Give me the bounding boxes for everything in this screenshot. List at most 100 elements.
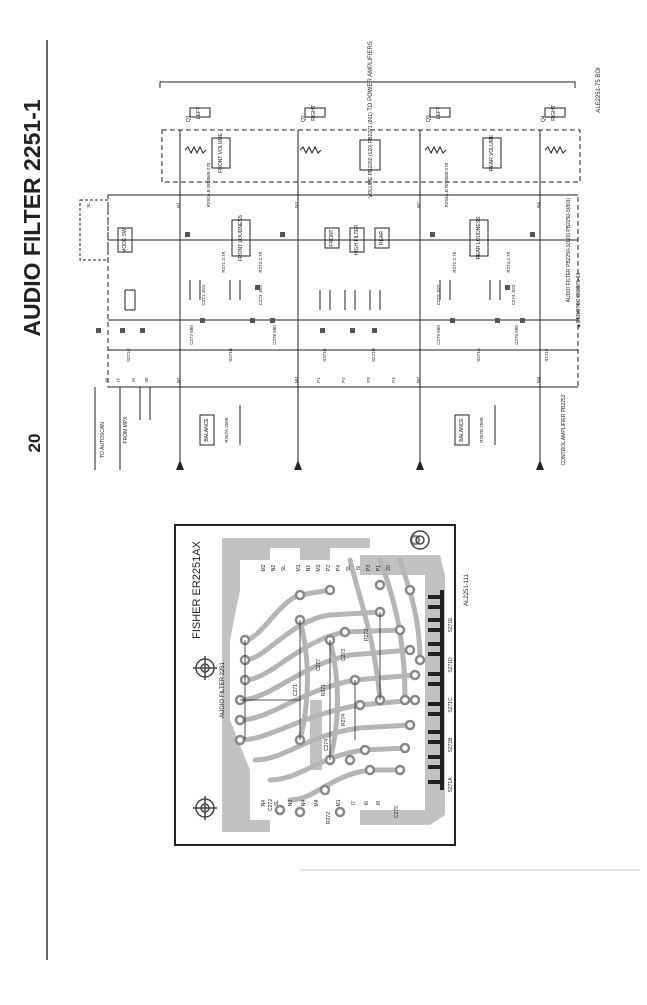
balance-label-1: BALANCE xyxy=(204,418,210,442)
volume-board-outline xyxy=(161,129,581,183)
front-loudness-label: FRONT LOUDNESS xyxy=(238,214,244,261)
svg-text:S271B: S271B xyxy=(448,737,454,753)
svg-text:C277: C277 xyxy=(316,659,322,671)
r274-label: R274 2.7K xyxy=(506,251,511,272)
page-number: 20 xyxy=(25,434,44,453)
r271-label: R271 2.7K xyxy=(221,251,226,272)
svg-text:N1: N1 xyxy=(176,202,181,208)
svg-text:M4: M4 xyxy=(536,376,541,383)
output-number-4: Q4 xyxy=(541,115,547,122)
svg-text:S271C: S271C xyxy=(448,697,454,713)
output-number-2: Q2 xyxy=(301,115,307,122)
pcb-title: FISHER ER2251AX xyxy=(191,540,203,638)
balance-part-2: R267B 250K xyxy=(479,417,484,443)
from-mpx-label: FROM MPX xyxy=(123,416,129,444)
mounting-holes xyxy=(193,530,430,820)
pcb-pads xyxy=(234,534,426,818)
svg-text:P2: P2 xyxy=(341,377,346,383)
c277-label: C277 680 xyxy=(189,325,194,345)
pcb-switch-bars xyxy=(428,590,444,790)
output-number-3: Q3 xyxy=(426,115,432,122)
r292-label: R292A,B RP3060-270 xyxy=(206,162,211,207)
svg-text:I7: I7 xyxy=(351,801,357,805)
svg-text:SL: SL xyxy=(346,565,352,571)
svg-text:I9: I9 xyxy=(131,378,136,382)
s271d-label: S271D xyxy=(371,347,376,362)
svg-text:C271: C271 xyxy=(293,684,299,696)
svg-text:P4: P4 xyxy=(336,565,342,571)
high-filter-label: HIGH FILTER xyxy=(354,224,360,255)
page-title: AUDIO FILTER 2251-1 xyxy=(19,99,45,336)
svg-text:P3: P3 xyxy=(366,377,371,383)
front-volume-label: FRONT VOLUME xyxy=(218,133,224,173)
output-label-4: RIGHT xyxy=(551,105,557,121)
svg-text:I9: I9 xyxy=(356,566,362,570)
svg-text:C272: C272 xyxy=(268,799,274,811)
svg-text:N3: N3 xyxy=(288,800,294,807)
volume-block-label: VOLUME PB2260 (120) PB2271 (801) xyxy=(368,112,374,198)
svg-text:S271E: S271E xyxy=(448,617,454,633)
output-number-1: Q1 xyxy=(186,115,192,122)
mode-switch-label: MODE SW. xyxy=(122,227,128,253)
svg-text:M2: M2 xyxy=(416,376,421,383)
c278-label: C278 680 xyxy=(272,325,277,345)
r272-label: R272 2.7K xyxy=(452,251,457,272)
s271a-label: S271A xyxy=(476,348,481,362)
rear-loudness-label: REAR LOUDNESS xyxy=(476,216,482,259)
r294-label: R294A,B RP3060-270 xyxy=(444,162,449,207)
svg-text:P3: P3 xyxy=(366,565,372,571)
svg-text:I8: I8 xyxy=(376,801,382,805)
svg-text:P4: P4 xyxy=(391,377,396,383)
s271f-label: S271F xyxy=(544,348,549,362)
svg-text:N4: N4 xyxy=(536,202,541,208)
svg-text:C275: C275 xyxy=(394,806,400,818)
svg-text:SL: SL xyxy=(86,202,91,208)
schematic: ALE2251-75 BOI TO POWER AMPLIFIERS LEFT … xyxy=(79,41,602,470)
c279-label: C279 680 xyxy=(436,325,441,345)
control-amplifier-label: CONTROL AMPLIFIER PB2253 xyxy=(561,394,567,465)
svg-text:P1: P1 xyxy=(316,377,321,383)
output-label-1: LEFT xyxy=(196,107,202,119)
svg-text:R272: R272 xyxy=(326,812,332,824)
svg-text:S271A: S271A xyxy=(448,777,454,793)
to-autoscan-label: TO AUTOSCAN xyxy=(100,422,106,458)
audio-filter-board-label: AUDIO FILTER PB2250-1(120) PB2250-3(801) xyxy=(566,197,572,302)
pcb-top-pins: M2 N2 SL M1 N1 M3 P2 P4 SL I9 P3 P1 20 xyxy=(261,564,392,571)
pcb-component-labels: C273 R273 C277 C271 R271 C272 R274 C274 … xyxy=(268,629,400,824)
svg-text:N4: N4 xyxy=(301,800,307,807)
r273-label: R273 2.7K xyxy=(258,251,263,272)
input-arrows xyxy=(176,460,544,470)
c274-label: C274 .022 xyxy=(511,284,516,305)
c271-label: C271 .022 xyxy=(201,284,206,305)
rear-filter-label: REAR xyxy=(379,231,385,245)
svg-text:M4: M4 xyxy=(314,799,320,806)
svg-text:SL: SL xyxy=(281,565,287,571)
c273-label: C273 .022 xyxy=(258,284,263,305)
svg-text:SL: SL xyxy=(274,800,280,806)
top-right-ref: ALE2251-75 BOI xyxy=(596,67,602,113)
svg-text:N1: N1 xyxy=(306,565,312,572)
s271b-label: S271B xyxy=(228,348,233,362)
balance-part-1: R267A 250K xyxy=(224,417,229,442)
pcb-switch-labels: S271E S271D S271C S271B S271A xyxy=(448,617,454,793)
svg-text:I7: I7 xyxy=(116,378,121,382)
svg-text:20: 20 xyxy=(144,377,149,383)
svg-text:P1: P1 xyxy=(376,565,382,571)
svg-text:C273: C273 xyxy=(341,649,347,661)
svg-text:N3: N3 xyxy=(294,202,299,208)
s271e-label: S271E xyxy=(322,348,327,362)
svg-text:M2: M2 xyxy=(261,564,267,571)
svg-text:M1: M1 xyxy=(176,376,181,383)
svg-text:S271D: S271D xyxy=(448,657,454,673)
svg-text:C274: C274 xyxy=(324,739,330,751)
switch-contacts xyxy=(124,280,501,311)
svg-text:R271: R271 xyxy=(321,684,327,696)
svg-text:N4: N4 xyxy=(261,800,267,807)
denotes-note: ■ DENOTES C90975-10 xyxy=(576,272,582,327)
pcb-layout: FISHER ER2251AX AUDIO FILTER 2251 AL2251… xyxy=(174,524,470,846)
svg-text:20: 20 xyxy=(386,565,392,571)
svg-text:M1: M1 xyxy=(296,564,302,571)
pcb-module-label: AUDIO FILTER 2251 xyxy=(220,661,226,718)
svg-text:M3: M3 xyxy=(316,564,322,571)
